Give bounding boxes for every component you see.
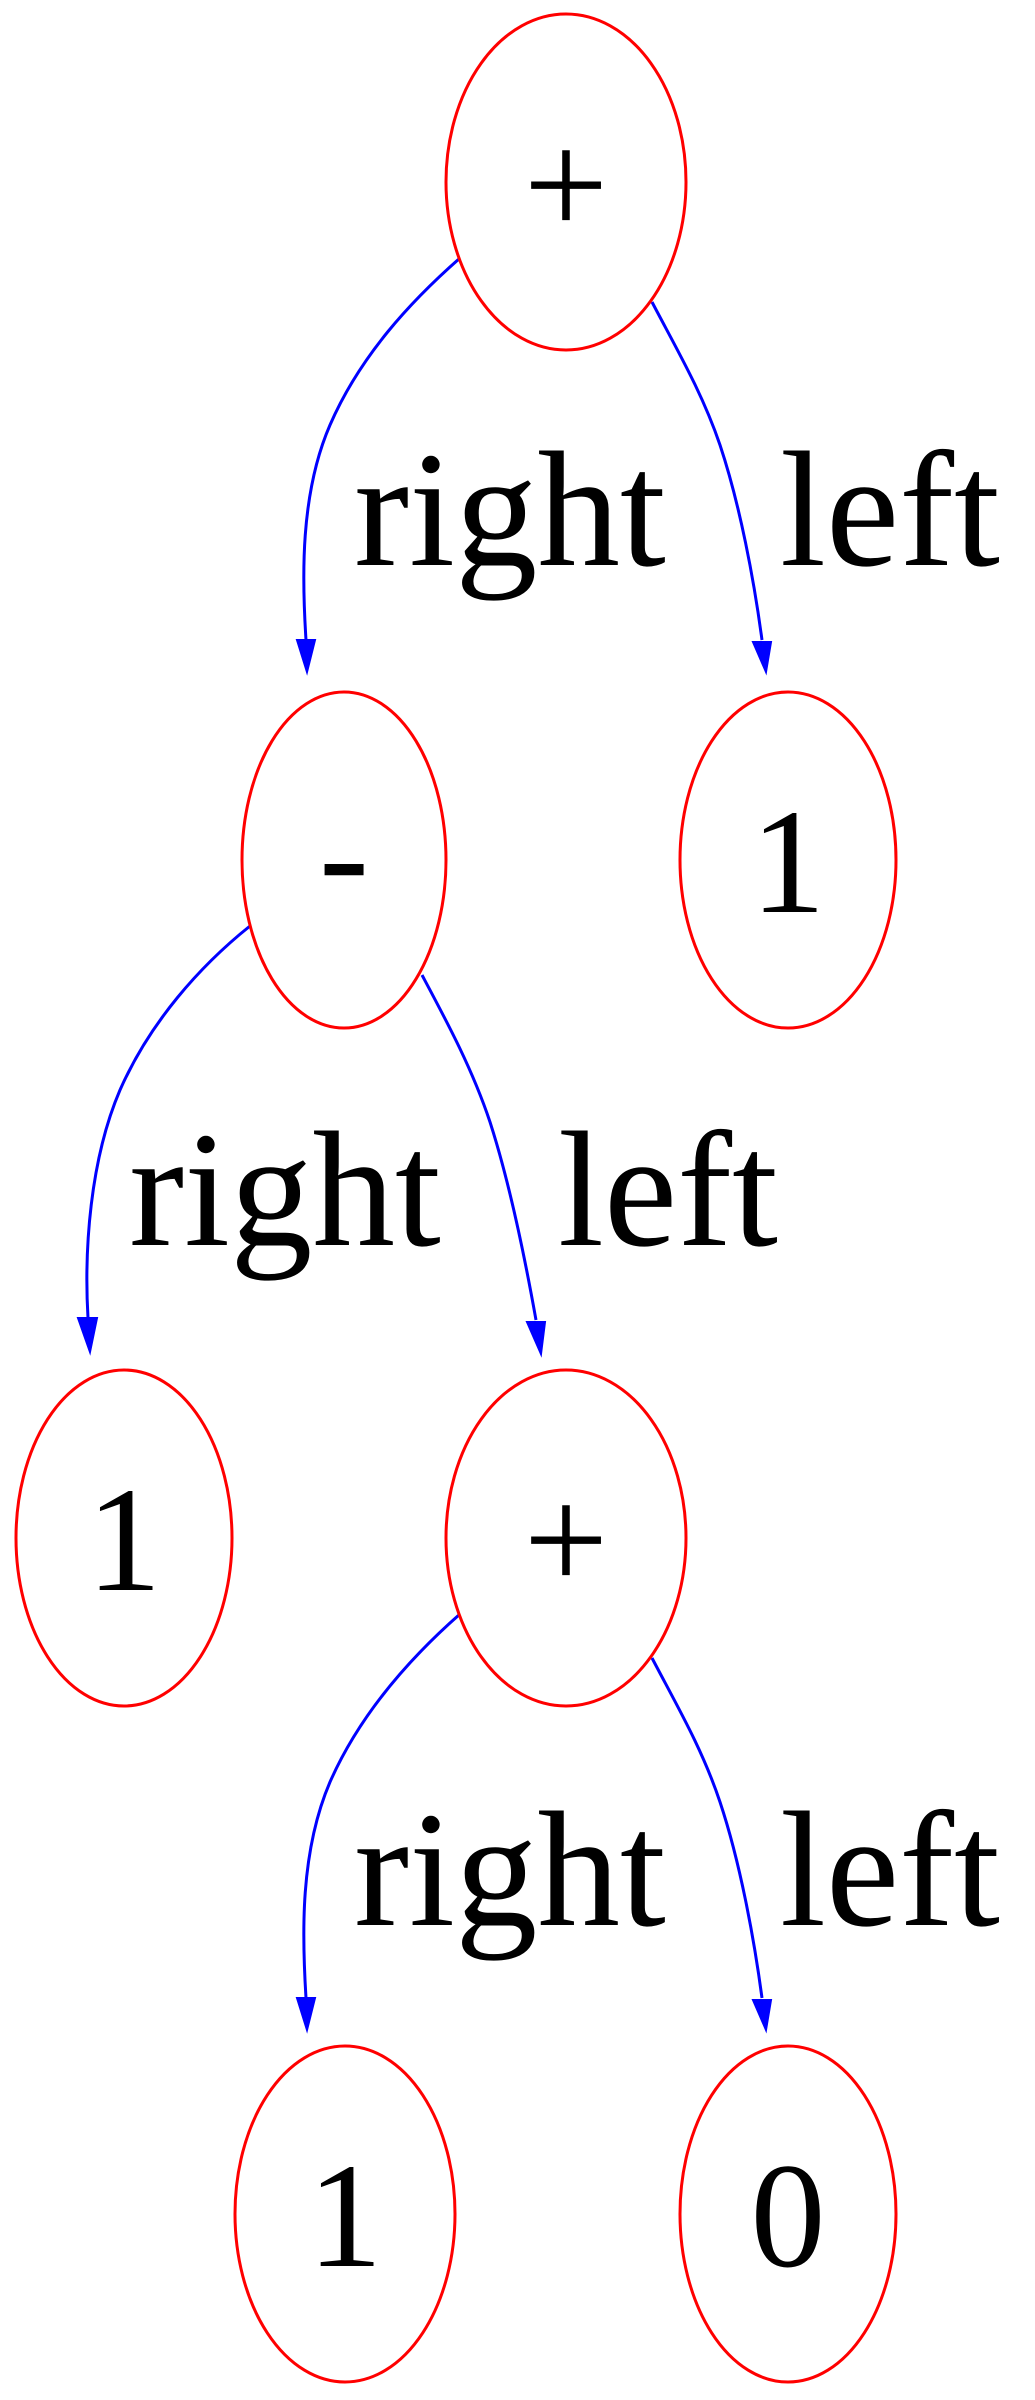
edge-label-right: right (354, 418, 666, 601)
edge-label-right: right (129, 1098, 441, 1281)
node-zero: 0 (678, 2044, 898, 2384)
edge-label-left: left (780, 418, 1000, 601)
edge-minus-to-one-left: right (76, 924, 441, 1356)
node-label: 1 (87, 1457, 162, 1623)
node-label: 1 (308, 2133, 383, 2299)
node-minus: - (240, 690, 448, 1030)
edge-label-left: left (780, 1778, 1000, 1961)
node-label: 0 (751, 2133, 826, 2299)
edge-label-left: left (558, 1098, 778, 1281)
node-one-top: 1 (678, 690, 898, 1030)
node-one-bottom: 1 (233, 2044, 457, 2384)
node-label: + (524, 102, 609, 268)
node-label: - (319, 772, 369, 938)
edge-minus-to-plus-inner: left (420, 974, 778, 1358)
edge-plus-root-to-minus: right (295, 256, 666, 676)
node-plus-root: + (444, 12, 688, 352)
node-label: 1 (751, 779, 826, 945)
edge-plus-root-to-one-top: left (650, 301, 1000, 676)
edge-plus-inner-to-one-bottom: right (295, 1612, 666, 2034)
edge-label-right: right (354, 1778, 666, 1961)
node-one-left: 1 (14, 1368, 234, 1708)
node-plus-inner: + (444, 1368, 688, 1708)
node-label: + (524, 1457, 609, 1623)
edge-plus-inner-to-zero: left (650, 1657, 1000, 2034)
